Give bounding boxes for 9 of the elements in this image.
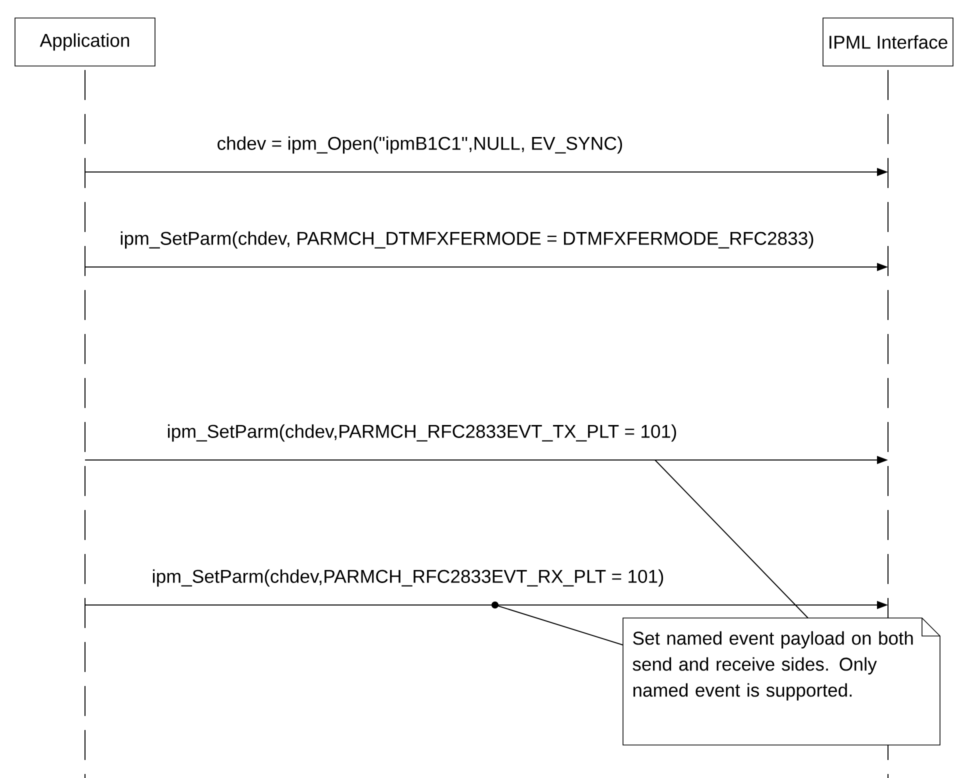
message-label: ipm_SetParm(chdev,PARMCH_RFC2833EVT_TX_PLT = 101) <box>166 423 678 443</box>
leader-line <box>654 460 808 618</box>
note-box: Set named event payload on both send and receive sides. Only named event is supported. <box>622 618 940 746</box>
participant-box: Application <box>14 18 156 66</box>
message-label: ipm_SetParm(chdev,PARMCH_RFC2833EVT_RX_PLT = 101) <box>150 568 666 588</box>
message-label: ipm_SetParm(chdev, PARMCH_DTMFXFERMODE = DTMFXFERMODE_RFC2833) <box>118 230 816 250</box>
participant-box: IPML Interface <box>822 18 954 66</box>
message-label: chdev = ipm_Open("ipmB1C1",NULL, EV_SYNC) <box>216 135 624 155</box>
leader-line <box>492 602 624 646</box>
